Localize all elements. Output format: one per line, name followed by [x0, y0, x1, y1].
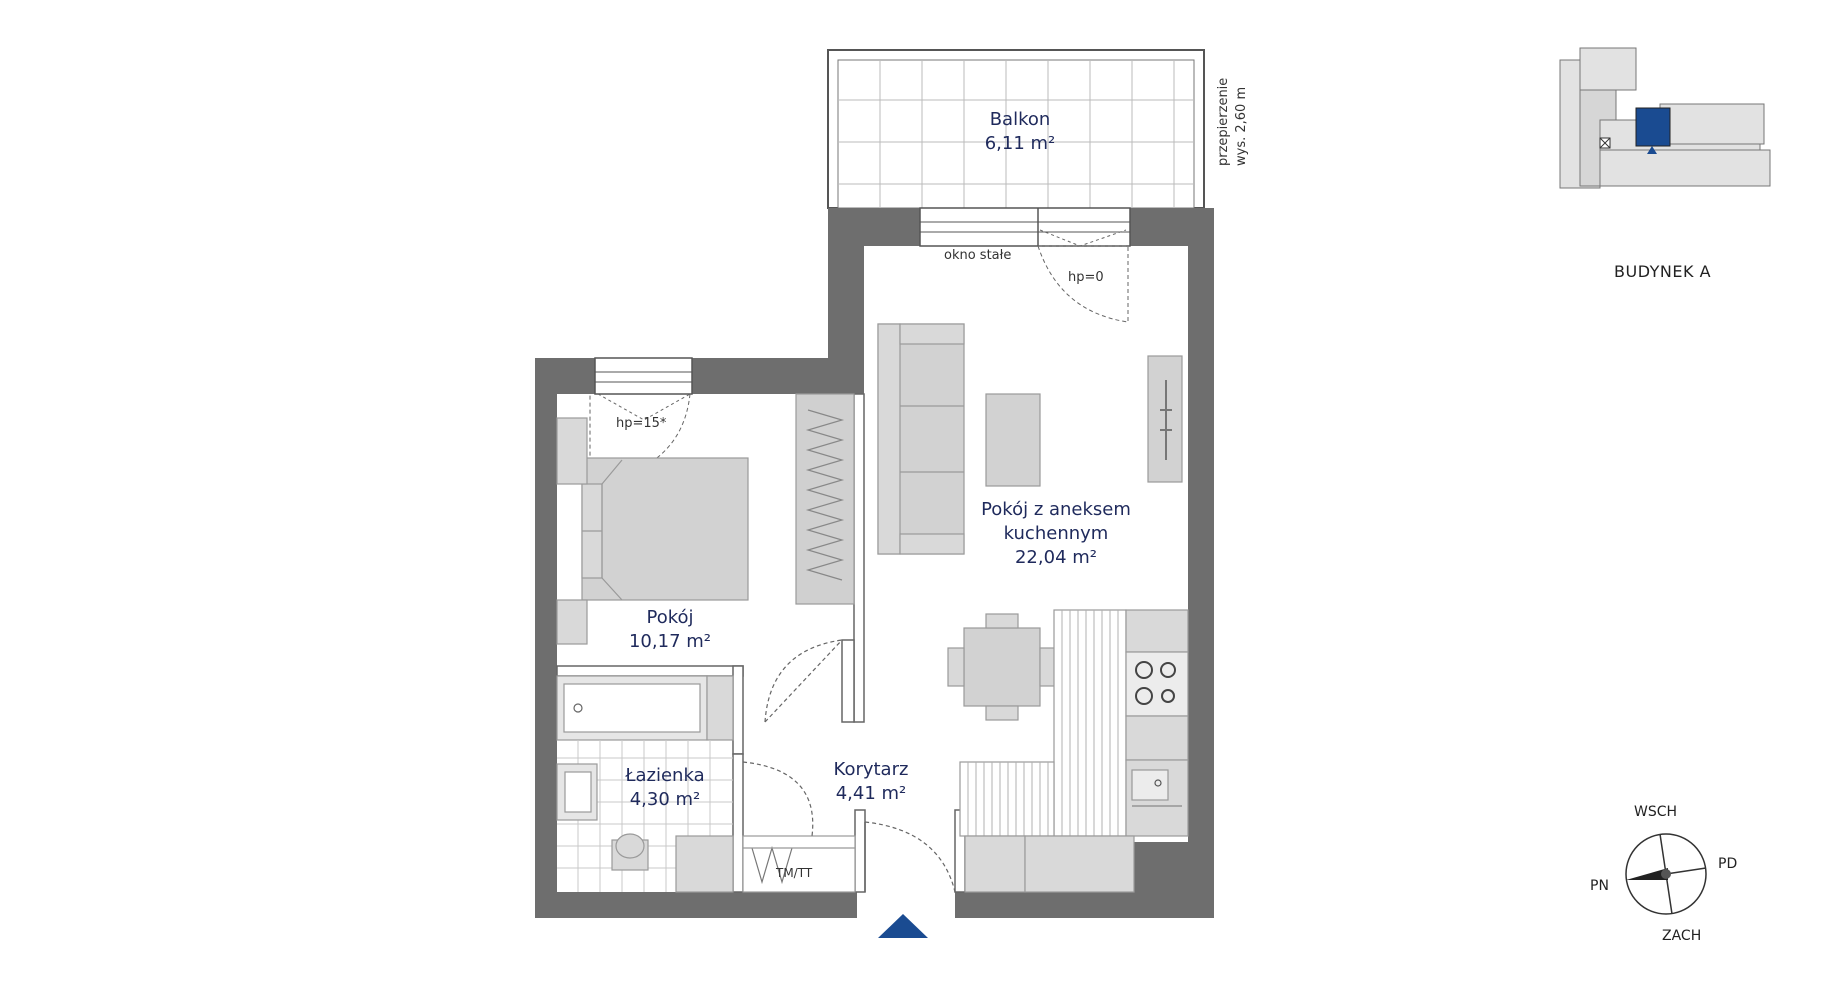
- room-corridor-area: 4,41 m²: [835, 783, 907, 804]
- compass-east: WSCH: [1634, 804, 1678, 820]
- room-bathroom-label: Łazienka 4,30 m²: [610, 764, 720, 812]
- room-bedroom-label: Pokój 10,17 m²: [610, 606, 730, 654]
- compass-rose: [1625, 833, 1707, 915]
- building-label: BUDYNEK A: [1614, 262, 1712, 281]
- room-balcony-area: 6,11 m²: [984, 133, 1056, 154]
- compass-south: PD: [1718, 856, 1738, 872]
- balcony-area: [827, 49, 1205, 209]
- sill-height-living: hp=0: [1068, 270, 1104, 285]
- room-living-name-1: Pokój z aneksem: [981, 499, 1131, 520]
- room-bathroom-area: 4,30 m²: [629, 789, 701, 810]
- room-balcony-name: Balkon: [989, 109, 1051, 130]
- room-living-label: Pokój z aneksem kuchennym 22,04 m²: [966, 498, 1146, 570]
- room-bathroom-name: Łazienka: [625, 765, 705, 786]
- partition-note-1: przepierzenie: [1216, 77, 1231, 166]
- compass-north: PN: [1590, 878, 1609, 894]
- partition-note-2: wys. 2,60 m: [1234, 86, 1249, 166]
- room-corridor-label: Korytarz 4,41 m²: [816, 758, 926, 806]
- sill-height-bedroom: hp=15*: [616, 416, 667, 431]
- window-living: [919, 207, 1131, 323]
- room-living-name-2: kuchennym: [1003, 523, 1109, 544]
- doors: [742, 639, 956, 893]
- interior-walls: [556, 393, 966, 893]
- walls: [535, 208, 1214, 918]
- room-balcony-label: Balkon 6,11 m²: [960, 108, 1080, 156]
- room-bedroom-area: 10,17 m²: [628, 631, 711, 652]
- utility-label: TM/TT: [776, 866, 813, 880]
- room-corridor-name: Korytarz: [833, 759, 909, 780]
- building-key-plan: [1559, 47, 1771, 189]
- furniture: [556, 323, 1189, 893]
- entrance-marker: [878, 914, 928, 938]
- fixed-window-label: okno stałe: [944, 248, 1012, 263]
- compass-west: ZACH: [1662, 928, 1702, 944]
- room-living-area: 22,04 m²: [1014, 547, 1097, 568]
- room-bedroom-name: Pokój: [646, 607, 694, 628]
